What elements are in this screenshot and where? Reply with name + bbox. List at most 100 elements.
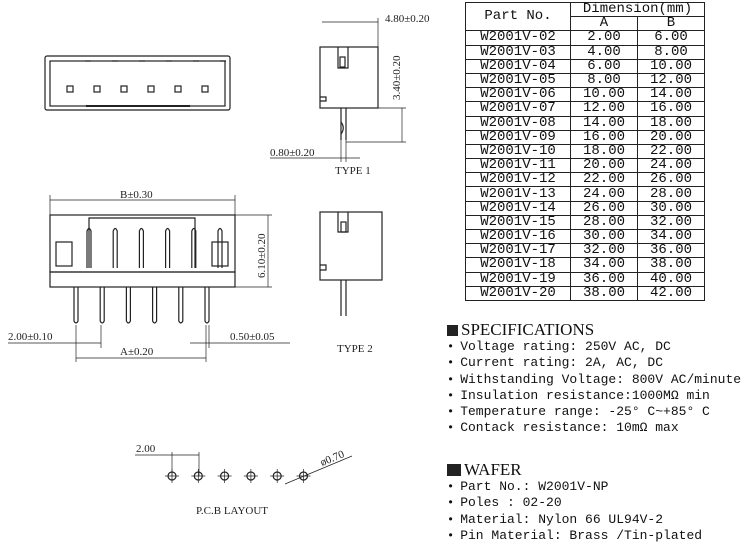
specifications-section: SPECIFICATIONS Voltage rating: 250V AC, … [447,321,741,437]
part-no-cell: W2001V-13 [465,186,571,202]
top-pin [93,85,101,93]
spec-item: Temperature range: -25° C~+85° C [447,404,741,420]
part-no-cell: W2001V-10 [465,143,571,160]
front-pin [178,287,184,324]
spec-item: Voltage rating: 250V AC, DC [447,339,741,355]
dim-b-cell: 40.00 [637,271,705,287]
dim-b-cell: 42.00 [637,285,705,301]
dim-pin-width: 0.80±0.20 [270,147,315,159]
dim-a-cell: 10.00 [570,87,638,103]
front-pin-top [217,227,223,268]
type1-label: TYPE 1 [335,165,371,177]
dim-b-cell: 6.00 [637,30,705,46]
square-icon [447,464,461,476]
top-pin [147,85,155,93]
front-pin-top [112,227,118,268]
header-b: B [637,16,705,32]
pcb-layout-label: P.C.B LAYOUT [196,505,268,517]
part-no-cell: W2001V-09 [465,129,571,145]
header-a: A [570,16,638,32]
front-view-pins [73,227,223,324]
top-pin [174,85,182,93]
pcb-holes [165,469,311,483]
connector-drawing: 4.80±0.20 3.40±0.20 0.80±0.20 TYPE 1 B±0… [8,13,430,517]
dim-a-cell: 8.00 [570,72,638,89]
dim-b-cell: 18.00 [637,115,705,131]
part-no-cell: W2001V-07 [465,101,571,117]
wafer-item: Pin Material: Brass /Tin-plated [447,528,702,544]
type2-side-view [319,211,383,316]
header-part-no: Part No. [465,1,571,32]
dim-a-cell: 14.00 [570,115,638,131]
dim-b-cell: 24.00 [637,158,705,174]
dim-b-cell: 14.00 [637,87,705,103]
part-no-cell: W2001V-03 [465,44,571,60]
pcb-hole-diameter: ø0.70 [319,448,347,469]
pcb-hole-crosshair [296,469,311,483]
wafer-section: WAFER Part No.: W2001V-NP Poles : 02-20 … [447,461,702,544]
front-pin [73,287,79,324]
dim-a-cell: 38.00 [570,285,638,301]
type1-side-view [270,18,406,162]
dim-a-cell: 2.00 [570,30,638,46]
part-no-cell: W2001V-02 [465,30,571,46]
dim-height-front: 6.10±0.20 [256,233,268,278]
dim-a-cell: 12.00 [570,101,638,117]
spec-item: Current rating: 2A, AC, DC [447,355,741,371]
dim-b-cell: 38.00 [637,257,705,273]
dim-width-type1: 4.80±0.20 [385,13,430,25]
spec-item: Withstanding Voltage: 800V AC/minute [447,372,741,388]
dim-b: B±0.30 [120,189,153,201]
dim-a-cell: 18.00 [570,143,638,160]
wafer-item: Poles : 02-20 [447,495,702,511]
pcb-hole-crosshair [217,469,232,483]
part-no-cell: W2001V-11 [465,158,571,174]
header-dimension: Dimension(mm) [570,1,705,18]
pcb-hole-crosshair [165,469,179,483]
dim-b-cell: 30.00 [637,200,705,216]
part-no-cell: W2001V-16 [465,228,571,245]
part-no-cell: W2001V-15 [465,214,571,231]
dim-b-cell: 34.00 [637,228,705,245]
top-view-pins [66,60,226,93]
top-pin [120,85,128,93]
dim-b-cell: 20.00 [637,129,705,145]
front-pin-top [86,227,92,268]
part-no-cell: W2001V-04 [465,58,571,74]
dim-b-cell: 22.00 [637,143,705,160]
pcb-hole-crosshair [270,469,285,483]
spec-item: Contack resistance: 10mΩ max [447,420,741,436]
section-icon [447,324,458,336]
dim-a-cell: 26.00 [570,200,638,216]
dim-a: A±0.20 [120,346,154,358]
wafer-item: Part No.: W2001V-NP [447,479,702,495]
dim-b-cell: 16.00 [637,101,705,117]
front-pin [99,287,105,324]
front-view [8,195,290,362]
part-no-cell: W2001V-20 [465,285,571,301]
dim-a-cell: 28.00 [570,214,638,231]
dim-a-cell: 16.00 [570,129,638,145]
dim-a-cell: 24.00 [570,186,638,202]
front-pin-top [191,227,197,268]
dim-b-cell: 26.00 [637,172,705,188]
wafer-title: WAFER [464,460,522,479]
dim-b-cell: 12.00 [637,72,705,89]
front-pin-top [165,227,171,268]
